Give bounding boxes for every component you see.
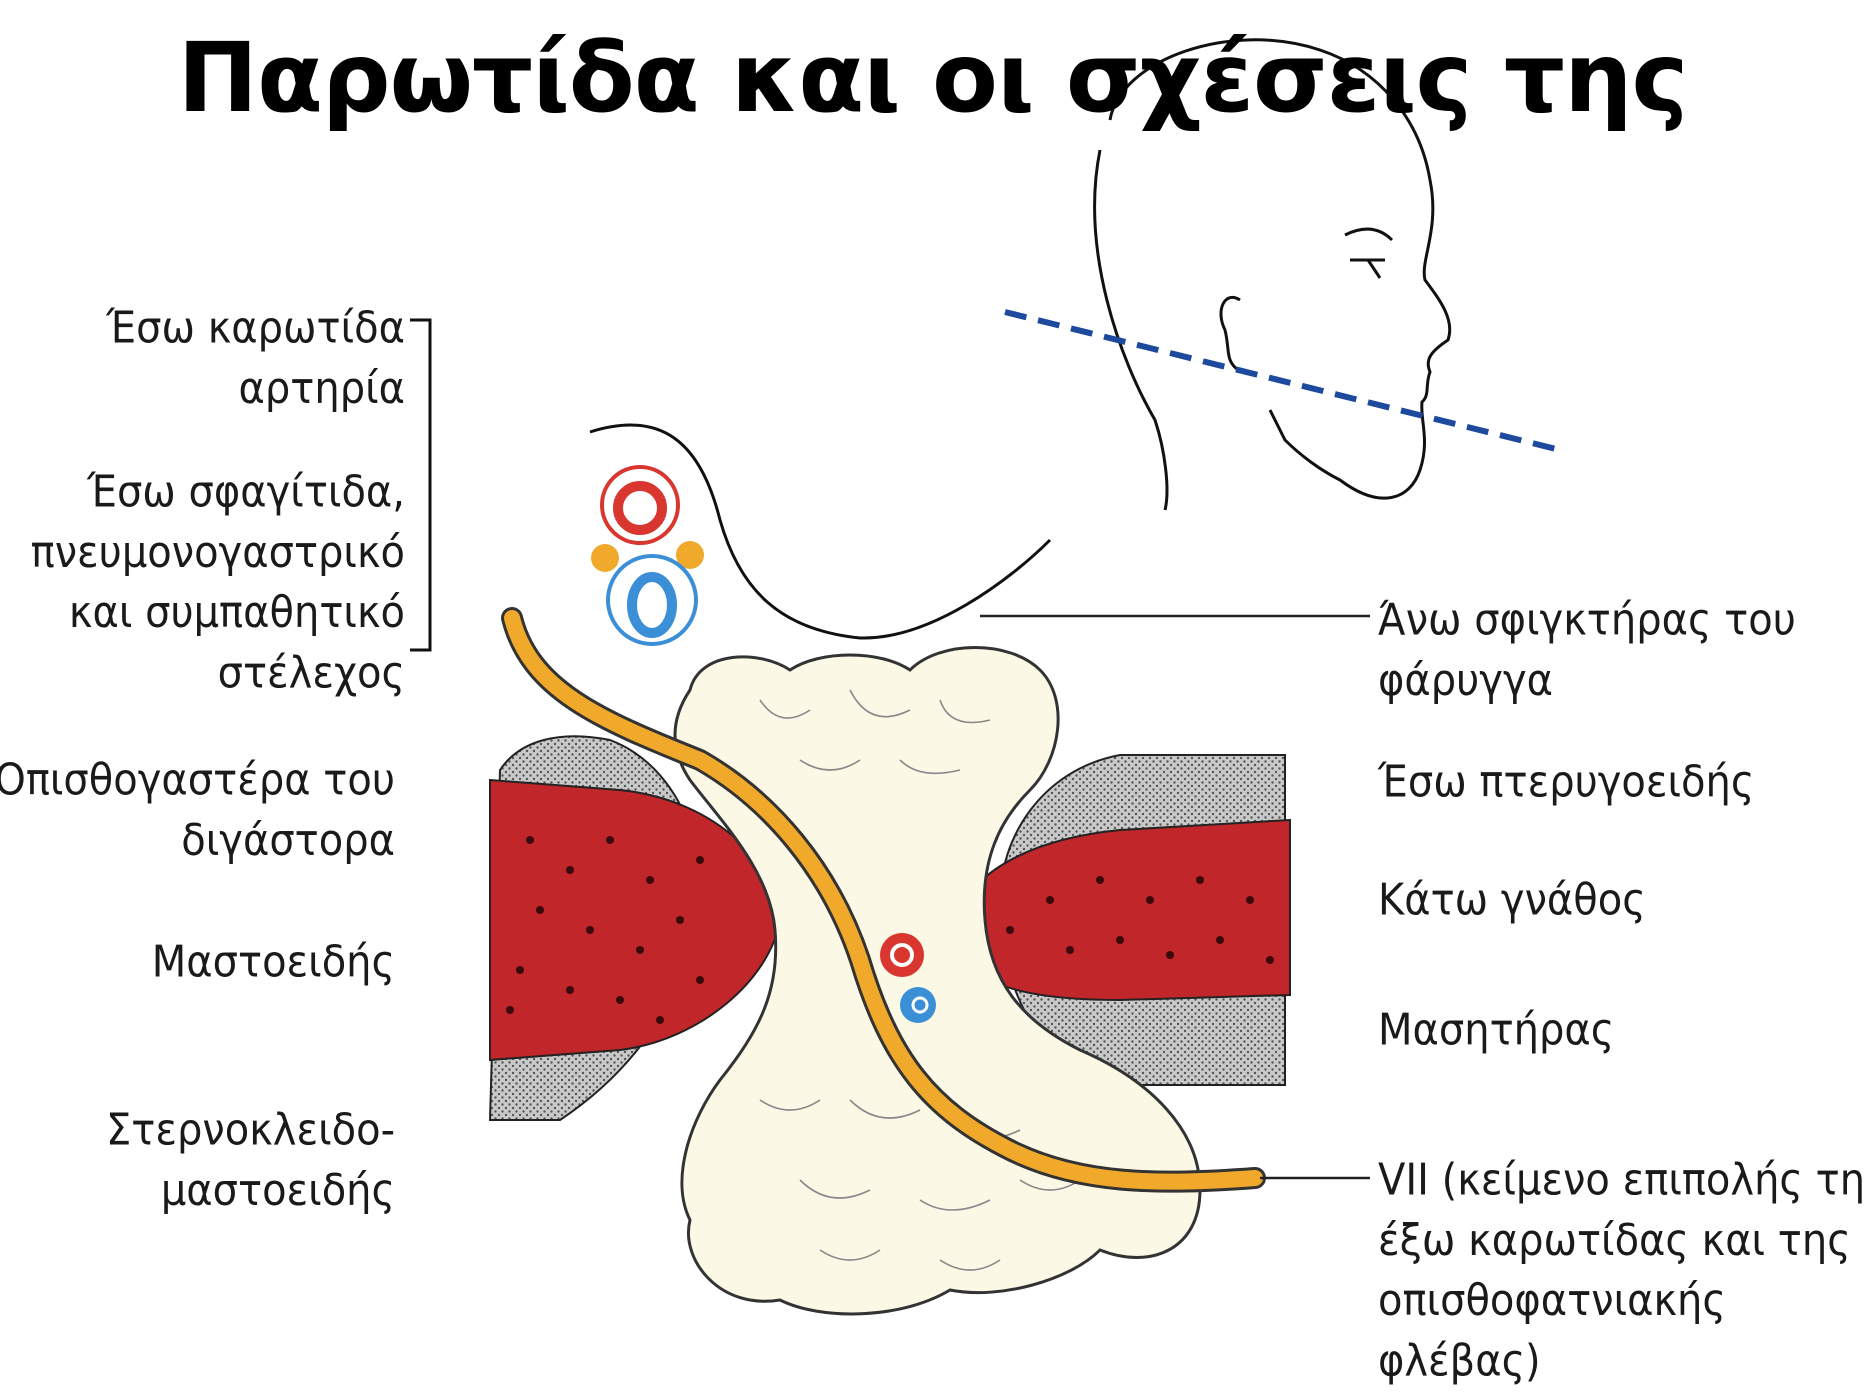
label-mastoid: Μαστοειδής bbox=[152, 932, 395, 992]
label-internal-jugular: Έσω σφαγίτιδα, πνευμονογαστρικό και συμπ… bbox=[31, 462, 405, 704]
carotid-jugular-vessels bbox=[591, 467, 704, 644]
label-facial-nerve: VII (κείμενο επιπολής της έξω καρωτίδας … bbox=[1378, 1150, 1865, 1392]
label-internal-carotid: Έσω καρωτίδα αρτηρία bbox=[106, 298, 405, 419]
label-masseter: Μασητήρας bbox=[1378, 1000, 1614, 1060]
label-sternocleidomastoid: Στερνοκλειδο- μαστοειδής bbox=[106, 1100, 395, 1221]
label-superior-constrictor: Άνω σφιγκτήρας του φάρυγγα bbox=[1378, 590, 1796, 711]
label-mandible: Κάτω γνάθος bbox=[1378, 870, 1646, 930]
page-title: Παρωτίδα και οι σχέσεις της bbox=[0, 22, 1865, 134]
section-line bbox=[1005, 312, 1560, 450]
label-digastric: Οπισθογαστέρα του διγάστορα bbox=[0, 750, 395, 871]
label-lateral-pterygoid: Έσω πτερυγοειδής bbox=[1378, 752, 1754, 812]
label-bracket bbox=[410, 320, 430, 650]
